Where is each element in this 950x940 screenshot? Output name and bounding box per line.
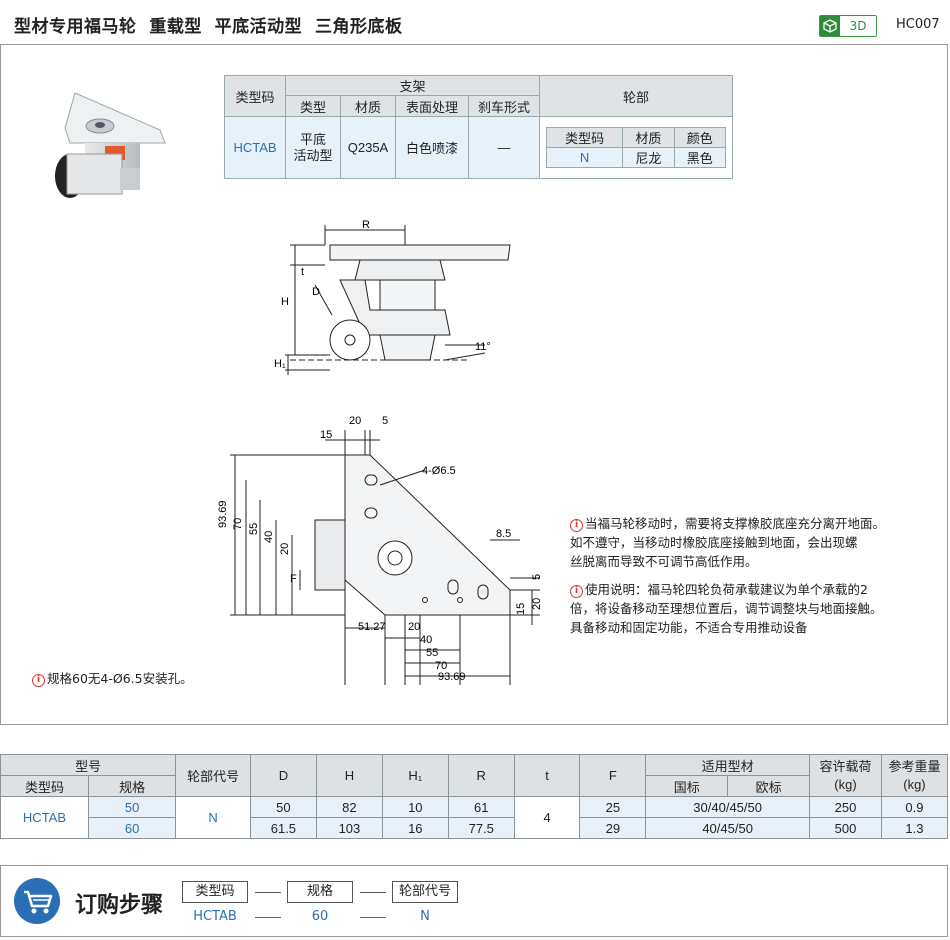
bracket-col-material: 材质 bbox=[340, 95, 396, 117]
order-title: 订购步骤 bbox=[75, 893, 164, 918]
spec-type: 平底 活动型 bbox=[285, 116, 341, 179]
3d-label: 3D bbox=[849, 19, 867, 33]
order-connector bbox=[255, 892, 281, 893]
wheel-col-code: 类型码 bbox=[545, 127, 624, 148]
warning-icon: i bbox=[32, 674, 45, 687]
bracket-col-brake: 刹车形式 bbox=[468, 95, 540, 117]
cart-icon bbox=[14, 878, 60, 928]
dim-v-70: 70 bbox=[232, 518, 244, 530]
wheel-code: N bbox=[545, 147, 624, 168]
dim-r-5: 5 bbox=[531, 574, 543, 580]
dim-v-55: 55 bbox=[248, 523, 260, 535]
dim-8-5: 8.5 bbox=[496, 528, 511, 540]
dim-v-20: 20 bbox=[279, 543, 291, 555]
col-F: F bbox=[579, 754, 647, 797]
bracket-col-surface: 表面处理 bbox=[395, 95, 469, 117]
wheel-col-material: 材质 bbox=[622, 127, 675, 148]
dim-b-51-27: 51.27 bbox=[358, 621, 386, 633]
dim-b-93-69: 93.69 bbox=[438, 671, 466, 683]
spec-material: Q235A bbox=[340, 116, 396, 179]
spec-surface: 白色喷漆 bbox=[395, 116, 469, 179]
dim-t: t bbox=[301, 266, 304, 278]
plan-view-drawing: 20 5 15 4-Ø6.5 93.69 70 55 40 20 F 8.5 5… bbox=[210, 410, 550, 694]
col-R: R bbox=[447, 754, 515, 797]
order-connector bbox=[255, 917, 281, 918]
product-code: HC007 bbox=[896, 17, 940, 32]
spec-panel bbox=[0, 44, 948, 725]
col-eu: 欧标 bbox=[727, 775, 811, 797]
wheel-color: 黑色 bbox=[673, 147, 727, 168]
cube-icon bbox=[820, 16, 840, 36]
spec-table: 类型码 支架 轮部 类型 材质 表面处理 刹车形式 HCTAB 平底 活动型 Q… bbox=[224, 75, 733, 179]
col-D: D bbox=[249, 754, 317, 797]
order-label-type-code: 类型码 bbox=[182, 881, 248, 903]
dim-b-20: 20 bbox=[408, 621, 420, 633]
product-photo bbox=[45, 88, 175, 212]
order-value-type-code: HCTAB bbox=[193, 909, 237, 924]
order-value-wheel-code: N bbox=[420, 909, 430, 924]
order-label-spec: 规格 bbox=[287, 881, 353, 903]
dim-H: H bbox=[281, 296, 289, 308]
order-label-wheel-code: 轮部代号 bbox=[392, 881, 458, 903]
order-connector bbox=[360, 892, 386, 893]
table-row: 60 61.5 103 16 77.5 29 40/45/50 500 1.3 bbox=[1, 817, 949, 839]
col-load: 容许载荷(kg) bbox=[809, 754, 882, 797]
col-gb: 国标 bbox=[645, 775, 729, 797]
wheel-material: 尼龙 bbox=[622, 147, 675, 168]
order-connector bbox=[360, 917, 386, 918]
warning-icon: i bbox=[570, 585, 583, 598]
dim-b-55: 55 bbox=[426, 647, 438, 659]
col-weight: 参考重量(kg) bbox=[880, 754, 949, 797]
dim-R: R bbox=[362, 219, 370, 231]
page-title: 型材专用福马轮 重载型 平底活动型 三角形底板 bbox=[14, 17, 403, 37]
dimension-table: 型号 轮部代号 D H H₁ R t F 适用型材 容许载荷(kg) 参考重量(… bbox=[0, 754, 949, 839]
col-model: 型号 bbox=[0, 754, 177, 776]
dim-angle: 11° bbox=[475, 341, 491, 353]
dim-top-15: 15 bbox=[320, 429, 332, 441]
bracket-header: 支架 bbox=[285, 75, 540, 96]
bracket-col-type: 类型 bbox=[285, 95, 341, 117]
dim-b-70: 70 bbox=[435, 660, 447, 672]
side-view-drawing: R t H D H₁ 11° bbox=[270, 215, 520, 384]
col-H: H bbox=[315, 754, 383, 797]
warning-icon: i bbox=[570, 519, 583, 532]
order-value-spec: 60 bbox=[311, 909, 329, 924]
col-H1: H₁ bbox=[381, 754, 449, 797]
dim-r-20: 20 bbox=[531, 598, 543, 610]
table-row: HCTAB 50 N 50 82 10 61 4 25 30/40/45/50 … bbox=[0, 796, 949, 839]
dim-H1: H₁ bbox=[274, 358, 286, 370]
wheel-table: 类型码 材质 颜色 N 尼龙 黑色 bbox=[545, 127, 727, 168]
dim-top-20: 20 bbox=[349, 415, 361, 427]
dim-v-40: 40 bbox=[263, 531, 275, 543]
col-t: t bbox=[513, 754, 581, 797]
dim-hole: 4-Ø6.5 bbox=[422, 465, 456, 477]
spec-type-code: HCTAB bbox=[224, 116, 286, 179]
dim-r-15: 15 bbox=[515, 603, 527, 615]
col-profile: 适用型材 bbox=[645, 754, 811, 776]
wheel-header: 轮部 bbox=[539, 75, 733, 117]
type-code-header: 类型码 bbox=[224, 75, 286, 117]
wheel-col-color: 颜色 bbox=[673, 127, 727, 148]
dim-top-5: 5 bbox=[382, 415, 388, 427]
order-steps-panel bbox=[0, 865, 948, 937]
dim-D: D bbox=[312, 286, 320, 298]
spec-brake: — bbox=[468, 116, 540, 179]
col-wheel-code: 轮部代号 bbox=[175, 754, 251, 797]
3d-model-button[interactable]: 3D bbox=[819, 15, 877, 37]
dim-b-40: 40 bbox=[420, 634, 432, 646]
dim-v-93-69: 93.69 bbox=[217, 500, 229, 528]
dim-F: F bbox=[290, 573, 297, 585]
col-spec: 规格 bbox=[87, 775, 177, 797]
col-type-code: 类型码 bbox=[0, 775, 89, 797]
